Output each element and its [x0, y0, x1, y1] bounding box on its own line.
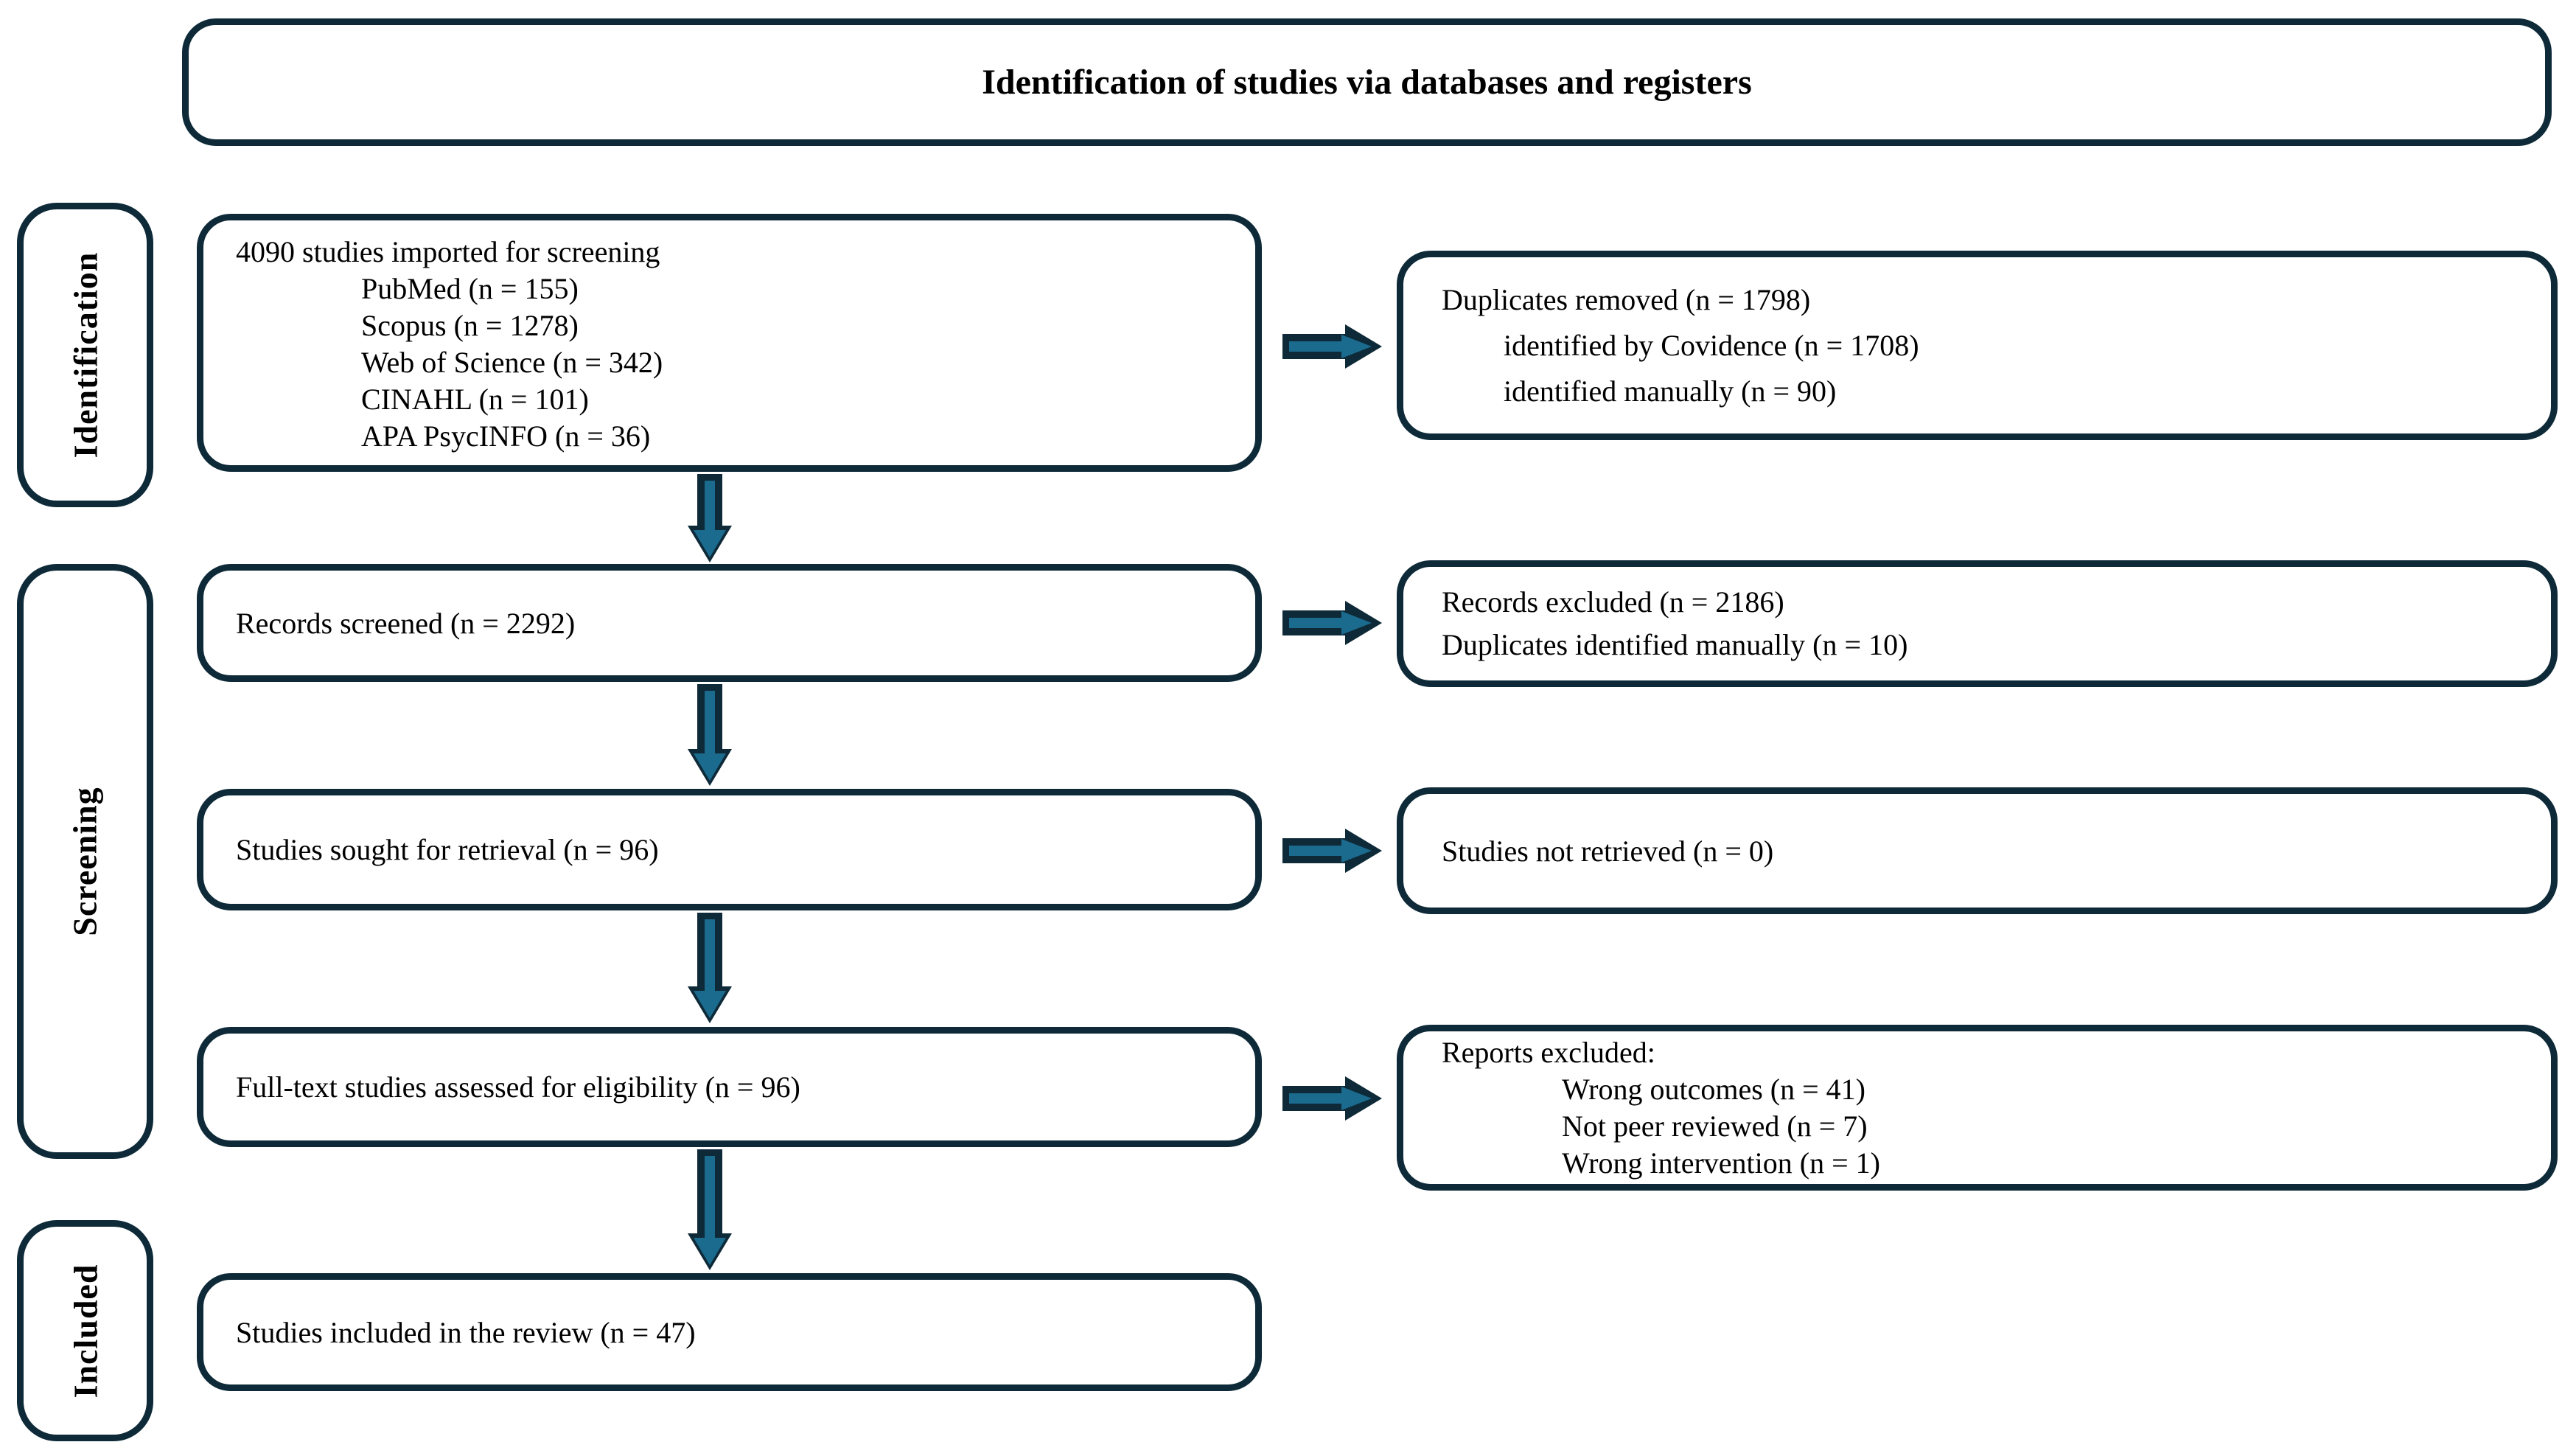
box-studies-included: Studies included in the review (n = 47) — [197, 1273, 1262, 1391]
arrow-down-icon — [688, 474, 732, 562]
arrow-right-icon — [1282, 324, 1382, 369]
arrow-down-icon — [688, 684, 732, 786]
box-fulltext-assessed: Full-text studies assessed for eligibili… — [197, 1027, 1262, 1147]
box-studies-imported-content: 4090 studies imported for screening PubM… — [203, 220, 1255, 465]
text-line: CINAHL (n = 101) — [361, 383, 589, 416]
text-line: Full-text studies assessed for eligibili… — [236, 1070, 800, 1104]
connector-imported-to-screened — [682, 474, 738, 566]
connector-sought-to-fulltext — [682, 913, 738, 1027]
arrow-right-icon — [1282, 601, 1382, 645]
arrow-right-icon — [1282, 829, 1382, 873]
arrow-down-icon — [688, 913, 732, 1023]
arrow-down-icon — [688, 1149, 732, 1270]
box-fulltext-assessed-content: Full-text studies assessed for eligibili… — [203, 1034, 1255, 1140]
text-line: Web of Science (n = 342) — [361, 346, 663, 379]
text-line: identified manually (n = 90) — [1504, 374, 1837, 408]
box-studies-sought: Studies sought for retrieval (n = 96) — [197, 789, 1262, 910]
connector-imported-to-duplicates — [1282, 318, 1382, 378]
box-studies-imported: 4090 studies imported for screening PubM… — [197, 214, 1262, 472]
text-line: Records screened (n = 2292) — [236, 606, 576, 640]
box-records-screened: Records screened (n = 2292) — [197, 564, 1262, 682]
stage-identification: Identification — [17, 203, 153, 507]
stage-screening-label: Screening — [66, 787, 104, 936]
stage-included: Included — [17, 1220, 153, 1441]
connector-screened-to-sought — [682, 684, 738, 790]
text-line: PubMed (n = 155) — [361, 272, 579, 305]
text-line: Not peer reviewed (n = 7) — [1562, 1109, 1868, 1143]
box-records-excluded-content: Records excluded (n = 2186) Duplicates i… — [1403, 567, 2551, 680]
box-studies-included-content: Studies included in the review (n = 47) — [203, 1280, 1255, 1384]
text-line: identified by Covidence (n = 1708) — [1504, 328, 1919, 362]
box-duplicates-removed-content: Duplicates removed (n = 1798) identified… — [1403, 257, 2551, 433]
box-reports-excluded: Reports excluded: Wrong outcomes (n = 41… — [1397, 1025, 2558, 1191]
text-line: Wrong outcomes (n = 41) — [1562, 1072, 1865, 1106]
stage-included-label: Included — [66, 1264, 105, 1398]
text-line: Duplicates removed (n = 1798) — [1442, 282, 1811, 316]
text-line: Duplicates identified manually (n = 10) — [1442, 628, 1908, 661]
text-line: Scopus (n = 1278) — [361, 309, 579, 342]
text-line: Studies included in the review (n = 47) — [236, 1315, 696, 1349]
text-line: APA PsycINFO (n = 36) — [361, 419, 651, 453]
box-records-screened-content: Records screened (n = 2292) — [203, 571, 1255, 675]
connector-screened-to-excluded — [1282, 595, 1382, 655]
box-records-excluded: Records excluded (n = 2186) Duplicates i… — [1397, 560, 2558, 687]
connector-sought-to-not-retrieved — [1282, 823, 1382, 882]
box-studies-sought-content: Studies sought for retrieval (n = 96) — [203, 795, 1255, 904]
text-line: Wrong intervention (n = 1) — [1562, 1146, 1880, 1180]
arrow-right-icon — [1282, 1076, 1382, 1121]
text-line: Studies sought for retrieval (n = 96) — [236, 833, 659, 866]
box-duplicates-removed: Duplicates removed (n = 1798) identified… — [1397, 251, 2558, 440]
box-reports-excluded-content: Reports excluded: Wrong outcomes (n = 41… — [1403, 1031, 2551, 1184]
connector-fulltext-to-included — [682, 1149, 738, 1274]
text-line: 4090 studies imported for screening — [236, 235, 660, 268]
diagram-header: Identification of studies via databases … — [182, 18, 2552, 146]
diagram-title: Identification of studies via databases … — [982, 63, 1752, 102]
connector-fulltext-to-reports-excluded — [1282, 1070, 1382, 1130]
stage-screening: Screening — [17, 564, 153, 1159]
text-line: Reports excluded: — [1442, 1035, 1655, 1069]
box-studies-not-retrieved-content: Studies not retrieved (n = 0) — [1403, 794, 2551, 908]
text-line: Records excluded (n = 2186) — [1442, 585, 1784, 619]
box-studies-not-retrieved: Studies not retrieved (n = 0) — [1397, 787, 2558, 914]
stage-identification-label: Identification — [66, 251, 104, 459]
text-line: Studies not retrieved (n = 0) — [1442, 834, 1774, 868]
